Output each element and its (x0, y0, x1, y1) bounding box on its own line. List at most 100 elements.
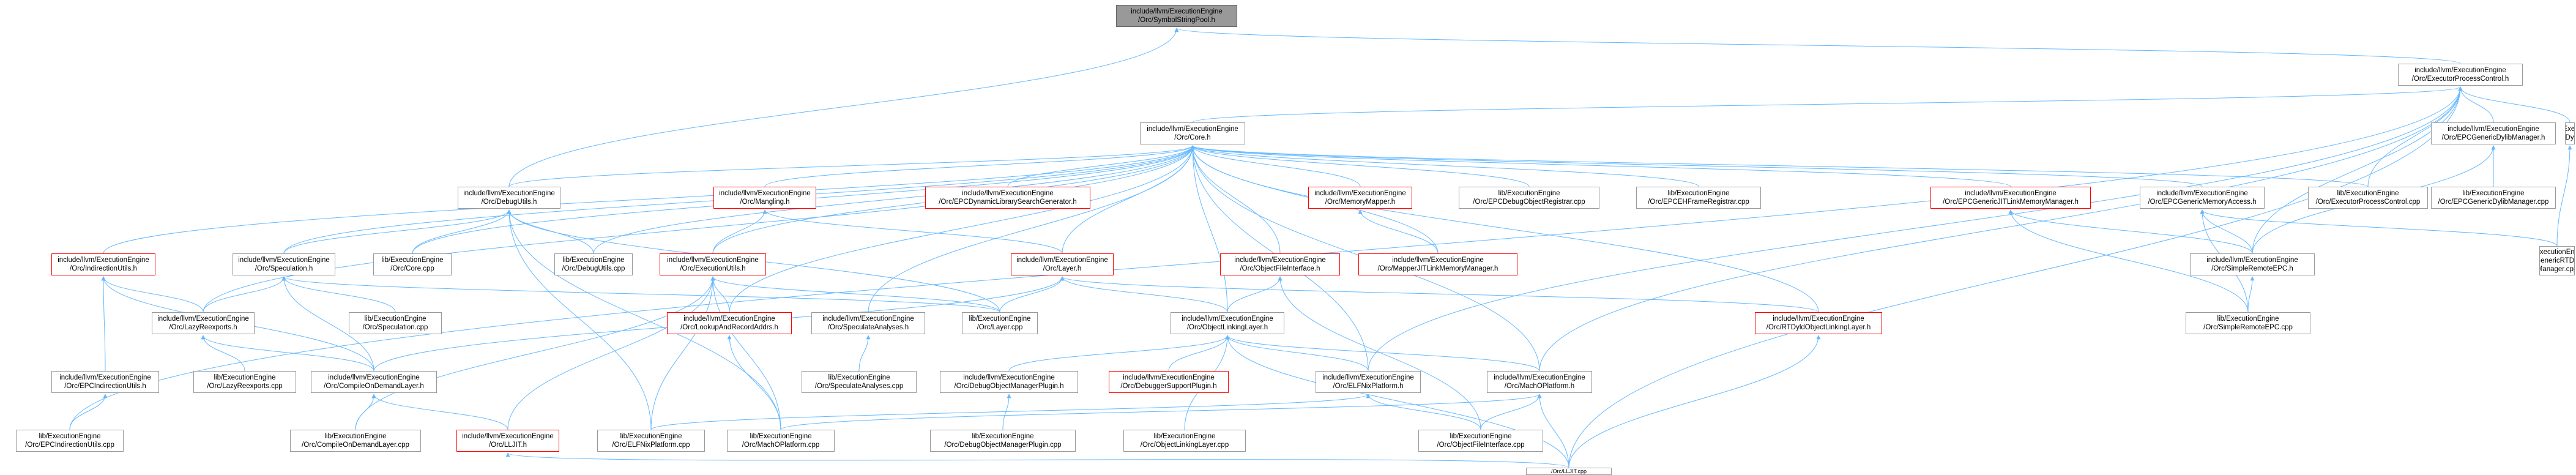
node-elfnixplatform-h[interactable]: include/llvm/ExecutionEngine/Orc/ELFNixP… (1316, 371, 1421, 393)
edge-objlinklayer_h-to-core_h (1190, 145, 1228, 313)
node-lljit-cpp[interactable]: /Orc/LLJIT.cpp (1526, 468, 1612, 475)
node-mangling-h[interactable]: include/llvm/ExecutionEngine/Orc/Manglin… (713, 187, 816, 209)
edge-lljit_cpp-to-objlinklayer_h (1225, 335, 1569, 468)
node-objectlinkinglayer-cpp[interactable]: lib/ExecutionEngine/Orc/ObjectLinkingLay… (1123, 430, 1246, 452)
node-debugutils-h[interactable]: include/llvm/ExecutionEngine/Orc/DebugUt… (458, 187, 560, 209)
node-core-cpp[interactable]: lib/ExecutionEngine/Orc/Core.cpp (373, 253, 452, 275)
edge-compileondemand_cpp-to-executionutils_h (355, 276, 715, 430)
node-core-h[interactable]: include/llvm/ExecutionEngine/Orc/Core.h (1140, 122, 1245, 144)
edge-lljit_cpp-to-macho_h (1537, 394, 1569, 468)
node-elfnixplatform-cpp[interactable]: lib/ExecutionEngine/Orc/ELFNixPlatform.c… (597, 430, 705, 452)
edge-simpleremoteepc_h-to-genmemaccess_h (2200, 209, 2253, 254)
edge-lljit_cpp-to-rtdyldlayer_h (1568, 335, 1821, 468)
node-epcdebugobjectregistrar-cpp[interactable]: lib/ExecutionEngine/Orc/EPCDebugObjectRe… (1459, 187, 1599, 209)
node-executorprocesscontrol-h[interactable]: include/llvm/ExecutionEngine/Orc/Executo… (2398, 64, 2523, 86)
node-debugobjectmanagerplugin-cpp[interactable]: lib/ExecutionEngine/Orc/DebugObjectManag… (930, 430, 1076, 452)
node-executionutils-h[interactable]: include/llvm/ExecutionEngine/Orc/Executi… (660, 253, 766, 275)
edge-debugutils_h-to-root (508, 28, 1179, 187)
edge-objfileiface_cpp-to-elfnix_h (1366, 394, 1481, 430)
edge-debugobjmgr_cpp-to-debugobjmgr_h (1002, 394, 1011, 430)
edge-speculation_cpp-to-speculation_h (281, 276, 396, 313)
node-epcgenericjitlinkmemorymanager-h[interactable]: include/llvm/ExecutionEngine/Orc/EPCGene… (1930, 187, 2091, 209)
edge-objfileiface_cpp-to-objfileiface_h (1278, 276, 1481, 430)
node-simpleremoteepc-cpp[interactable]: lib/ExecutionEngine/Orc/SimpleRemoteEPC.… (2186, 312, 2310, 334)
edge-macho_h-to-epc_h (1539, 86, 2463, 372)
node-indirectionutils-h[interactable]: include/llvm/ExecutionEngine/Orc/Indirec… (51, 253, 155, 275)
node-layer-cpp[interactable]: lib/ExecutionEngine/Orc/Layer.cpp (962, 312, 1038, 334)
node-objectfileinterface-cpp[interactable]: lib/ExecutionEngine/Orc/ObjectFileInterf… (1418, 430, 1543, 452)
node-objectfileinterface-h[interactable]: include/llvm/ExecutionEngine/Orc/ObjectF… (1220, 253, 1340, 275)
edge-core_h-to-epc_h (1192, 86, 2463, 123)
node-epcdynamiclibrarysearchgenerator-h[interactable]: include/llvm/ExecutionEngine/Orc/EPCDyna… (925, 187, 1090, 209)
node-compileondemandlayer-cpp[interactable]: lib/ExecutionEngine/Orc/CompileOnDemandL… (290, 430, 421, 452)
edge-objlinklayer_h-to-layer_h (1060, 276, 1228, 313)
edge-speculation_h-to-debugutils_h (283, 209, 512, 254)
edge-layer_h-to-mangling_h (762, 209, 1063, 254)
edge-debugobjmgr_h-to-objlinklayer_h (1008, 335, 1230, 372)
edge-rtdyldlayer_h-to-layer_h (1060, 276, 1819, 313)
edge-simpleremoteepc_h-to-jitlinkmm_h (2008, 209, 2253, 254)
node-speculateanalyses-cpp[interactable]: lib/ExecutionEngine/Orc/SpeculateAnalyse… (802, 371, 917, 393)
node-layer-h[interactable]: include/llvm/ExecutionEngine/Orc/Layer.h (1011, 253, 1114, 275)
edge-macho_cpp-to-executionutils_h (710, 276, 781, 430)
edge-executionutils_h-to-mangling_h (712, 209, 767, 254)
node-memorymapper-h[interactable]: include/llvm/ExecutionEngine/Orc/MemoryM… (1308, 187, 1412, 209)
node-epcindirectionutils-h[interactable]: include/llvm/ExecutionEngine/Orc/EPCIndi… (51, 371, 159, 393)
node-simpleremoteepc-h[interactable]: include/llvm/ExecutionEngine/Orc/SimpleR… (2190, 253, 2315, 275)
edge-rtdyldmgr_cpp-to-genmemaccess_h (2200, 209, 2558, 247)
node-debuggersupportplugin-h[interactable]: include/llvm/ExecutionEngine/Orc/Debugge… (1109, 371, 1229, 393)
edge-lookupadd_h-to-core_h (729, 145, 1195, 313)
edge-objfileiface_h-to-core_h (1190, 145, 1281, 254)
node-epcgenericrtdyldmemorymanager-cpp[interactable]: lib/ExecutionEngine/Orc/EPCGenericRTDyld… (2539, 246, 2575, 275)
edge-layer_cpp-to-speculation_h (281, 276, 1000, 313)
node-debugutils-cpp[interactable]: lib/ExecutionEngine/Orc/DebugUtils.cpp (554, 253, 633, 275)
node-executorprocesscontrol-cpp[interactable]: lib/ExecutionEngine/Orc/ExecutorProcessC… (2308, 187, 2428, 209)
node-epcgenericrtdyldmemorymanager-h[interactable]: include/llvm/ExecutionEngine/Orc/EPCGene… (2565, 122, 2575, 144)
edge-jitlinkmm_h-to-core_h (1190, 145, 2011, 187)
edge-specanalyses_cpp-to-specanalyses_h (858, 335, 871, 372)
edge-elfnix_cpp-to-executionutils_h (650, 276, 715, 430)
edge-dylibmgr_h-to-epc_h (2458, 86, 2494, 123)
node-epcindirectionutils-cpp[interactable]: lib/ExecutionEngine/Orc/EPCIndirectionUt… (16, 430, 124, 452)
edge-lljit_h-to-executionutils_h (507, 276, 715, 430)
node-rtdyldobjectlinkinglayer-h[interactable]: include/llvm/ExecutionEngine/Orc/RTDyldO… (1755, 312, 1882, 334)
node-speculation-cpp[interactable]: lib/ExecutionEngine/Orc/Speculation.cpp (349, 312, 442, 334)
edge-rtdyldmgr_h-to-epc_h (2458, 86, 2570, 123)
edge-lazyreexports_h-to-core_h (203, 145, 1195, 313)
edge-elfnix_h-to-epc_h (1368, 86, 2463, 372)
edge-layer_cpp-to-executionutils_h (710, 276, 1000, 313)
edge-epc_h-to-root (1174, 28, 2461, 64)
edge-lljit_cpp-to-lljit_h (505, 452, 1569, 468)
edge-debugutils_h-to-core_h (508, 145, 1195, 187)
edge-elfnix_cpp-to-debugutils_h (507, 209, 652, 430)
node-compileondemandlayer-h[interactable]: include/llvm/ExecutionEngine/Orc/Compile… (311, 371, 437, 393)
edge-memmapper_h-to-core_h (1190, 145, 1361, 187)
node-speculation-h[interactable]: include/llvm/ExecutionEngine/Orc/Specula… (233, 253, 335, 275)
edge-mapperjitlink_h-to-memmapper_h (1358, 209, 1439, 254)
node-mapperjitlinkmemorymanager-h[interactable]: include/llvm/ExecutionEngine/Orc/MapperJ… (1358, 253, 1517, 275)
node-lazyreexports-h[interactable]: include/llvm/ExecutionEngine/Orc/LazyRee… (152, 312, 255, 334)
edge-epc_cpp-to-core_h (1190, 145, 2369, 187)
node-lookupandrecordaddrs-h[interactable]: include/llvm/ExecutionEngine/Orc/LookupA… (667, 312, 792, 334)
edge-lookupadd_h-to-executionutils_h (710, 276, 730, 313)
edge-ehframereg_cpp-to-core_h (1190, 145, 1699, 187)
node-machoplatform-h[interactable]: include/llvm/ExecutionEngine/Orc/MachOPl… (1487, 371, 1592, 393)
edge-lazyreexports_h-to-speculation_h (203, 276, 286, 313)
node-lazyreexports-cpp[interactable]: lib/ExecutionEngine/Orc/LazyReexports.cp… (193, 371, 296, 393)
edge-objlinklayer_h-to-objfileiface_h (1227, 276, 1282, 313)
edge-epcindirection_cpp-to-epcindirection_h (69, 394, 108, 430)
edge-compileondemand_h-to-lazyreexports_h (201, 335, 374, 372)
node-epcgenericmemoryaccess-h[interactable]: include/llvm/ExecutionEngine/Orc/EPCGene… (2140, 187, 2265, 209)
node-objectlinkinglayer-h[interactable]: include/llvm/ExecutionEngine/Orc/ObjectL… (1171, 312, 1284, 334)
node-epcgenericdylibmanager-h[interactable]: include/llvm/ExecutionEngine/Orc/EPCGene… (2431, 122, 2556, 144)
node-debugobjectmanagerplugin-h[interactable]: include/llvm/ExecutionEngine/Orc/DebugOb… (940, 371, 1078, 393)
node-machoplatform-cpp[interactable]: lib/ExecutionEngine/Orc/MachOPlatform.cp… (727, 430, 835, 452)
node-speculateanalyses-h[interactable]: include/llvm/ExecutionEngine/Orc/Specula… (811, 312, 925, 334)
node-lljit-h[interactable]: include/llvm/ExecutionEngine/Orc/LLJIT.h (456, 430, 559, 452)
edge-compileondemand_cpp-to-compileondemand_h (355, 394, 376, 430)
node-epcgenericdylibmanager-cpp[interactable]: lib/ExecutionEngine/Orc/EPCGenericDylibM… (2431, 187, 2556, 209)
node-epcehframeregistrar-cpp[interactable]: lib/ExecutionEngine/Orc/EPCEHFrameRegist… (1636, 187, 1761, 209)
edge-simpleremoteepc_cpp-to-jitlinkmm_h (2008, 209, 2249, 313)
node-symbolstringpool-h[interactable]: include/llvm/ExecutionEngine/Orc/SymbolS… (1116, 5, 1237, 27)
